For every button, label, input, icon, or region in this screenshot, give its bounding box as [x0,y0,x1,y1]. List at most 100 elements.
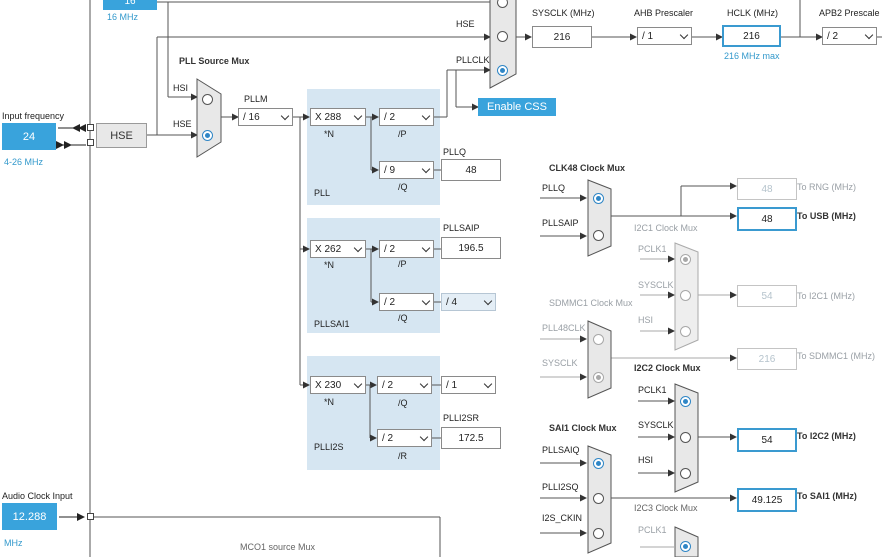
to-sdmmc1-value[interactable]: 216 [737,348,797,370]
plli2s-q-divider2-select[interactable]: / 1 [441,376,496,394]
pllsai1-p-label: /P [398,259,407,269]
clk48-pllsaip-label: PLLSAIP [542,218,579,228]
i2c3-mux-title: I2C3 Clock Mux [634,503,698,513]
system-mux-hse-label: HSE [456,19,475,29]
hclk-max-label: 216 MHz max [724,51,780,61]
plli2s-q-label: /Q [398,398,408,408]
system-mux-pllclk-label: PLLCLK [456,55,490,65]
i2c2-sysclk-label: SYSCLK [638,420,674,430]
sdmmc1-pll48clk-radio[interactable] [593,334,604,345]
i2c2-hsi-label: HSI [638,455,654,465]
sdmmc1-pll48clk-label: PLL48CLK [542,323,586,333]
i2c2-pclk1-label: PCLK1 [638,385,667,395]
pllsai1-q-select[interactable]: / 2 [379,293,434,311]
i2c1-hsi-label: HSI [638,315,654,325]
hsi-frequency-box: 16 [103,0,157,10]
sysclk-value[interactable]: 216 [532,26,592,48]
plli2sr-label: PLLI2SR [443,413,480,423]
pllsai1-q-label: /Q [398,313,408,323]
to-i2c1-value[interactable]: 54 [737,285,797,307]
i2c1-sysclk-radio[interactable] [680,290,691,301]
pll-source-hse-radio[interactable] [202,130,213,141]
system-mux-hsi-radio[interactable] [497,0,508,8]
pllm-select[interactable]: / 16 [238,108,293,126]
pllm-label: PLLM [244,94,268,104]
apb2-prescaler-select[interactable]: / 2 [822,27,877,45]
to-sai1-value[interactable]: 49.125 [737,488,797,512]
i2c2-pclk1-radio[interactable] [680,396,691,407]
pllsai1-title: PLLSAI1 [314,319,350,329]
i2c2-sysclk-radio[interactable] [680,432,691,443]
sdmmc1-sysclk-radio[interactable] [593,372,604,383]
ahb-prescaler-select[interactable]: / 1 [637,27,692,45]
to-usb-value[interactable]: 48 [737,207,797,231]
pll-q-select[interactable]: / 9 [379,161,434,179]
pll-source-hsi-radio[interactable] [202,94,213,105]
plli2sr-value[interactable]: 172.5 [441,427,501,449]
pll-p-label: /P [398,129,407,139]
i2c2-hsi-radio[interactable] [680,468,691,479]
apb2-prescaler-label: APB2 Prescale [819,8,880,18]
pllq-value[interactable]: 48 [441,159,501,181]
plli2s-q-select[interactable]: / 2 [377,376,432,394]
to-sai1-label: To SAI1 (MHz) [797,491,857,501]
hclk-label: HCLK (MHz) [727,8,778,18]
i2c1-pclk1-label: PCLK1 [638,244,667,254]
input-frequency-label: Input frequency [2,111,65,121]
audio-clock-input-field[interactable]: 12.288 [2,503,57,530]
audio-port [87,513,94,520]
pll-title: PLL [314,188,331,198]
pll-n-select[interactable]: X 288 [310,108,366,126]
i2c2-mux-title: I2C2 Clock Mux [634,363,701,373]
audio-clock-input-label: Audio Clock Input [2,491,73,501]
mco1-source-mux-title: MCO1 source Mux [240,542,316,552]
clk48-pllsaip-radio[interactable] [593,230,604,241]
pllsaip-value[interactable]: 196.5 [441,237,501,259]
i2c1-hsi-radio[interactable] [680,326,691,337]
sai1-plli2sq-radio[interactable] [593,493,604,504]
plli2s-n-label: *N [324,397,335,407]
pllsai1-p-select[interactable]: / 2 [379,240,434,258]
hse-out-port [87,139,94,146]
plli2s-r-label: /R [398,451,407,461]
sai1-mux-title: SAI1 Clock Mux [549,423,617,433]
i2c1-sysclk-label: SYSCLK [638,280,674,290]
sai1-plli2sq-label: PLLI2SQ [542,482,579,492]
pllsai1-extra-divider-select[interactable]: / 4 [441,293,496,311]
input-frequency-range: 4-26 MHz [4,157,44,167]
sdmmc1-mux-title: SDMMC1 Clock Mux [549,298,633,308]
pll-p-select[interactable]: / 2 [379,108,434,126]
to-i2c2-value[interactable]: 54 [737,428,797,452]
pll-source-hsi-label: HSI [173,83,189,93]
pll-source-mux-shape [196,78,222,158]
sai1-i2s-ckin-radio[interactable] [593,528,604,539]
pllq-label: PLLQ [443,147,467,157]
sai1-pllsaiq-radio[interactable] [593,458,604,469]
audio-arrow-icon [59,513,85,521]
to-i2c2-label: To I2C2 (MHz) [797,431,856,441]
pllsai1-n-select[interactable]: X 262 [310,240,366,258]
i2c1-pclk1-radio[interactable] [680,254,691,265]
sai1-i2s-ckin-label: I2S_CKIN [542,513,583,523]
input-frequency-field[interactable]: 24 [2,123,56,150]
hse-in-port [87,124,94,131]
plli2s-r-select[interactable]: / 2 [377,429,432,447]
i2c3-pclk1-label: PCLK1 [638,525,667,535]
system-mux-pllclk-radio[interactable] [497,65,508,76]
clk48-pllq-radio[interactable] [593,193,604,204]
hclk-field[interactable]: 216 [722,25,781,47]
i2c3-pclk1-radio[interactable] [680,541,691,552]
pllsaip-label: PLLSAIP [443,223,480,233]
system-mux-hse-radio[interactable] [497,31,508,42]
sysclk-label: SYSCLK (MHz) [532,8,595,18]
plli2s-n-select[interactable]: X 230 [310,376,366,394]
clk48-mux-title: CLK48 Clock Mux [549,163,626,173]
plli2s-title: PLLI2S [314,442,344,452]
to-rng-value[interactable]: 48 [737,178,797,200]
to-rng-label: To RNG (MHz) [797,182,856,192]
enable-css-button[interactable]: Enable CSS [478,98,556,116]
sai1-pllsaiq-label: PLLSAIQ [542,445,580,455]
to-usb-label: To USB (MHz) [797,211,856,221]
